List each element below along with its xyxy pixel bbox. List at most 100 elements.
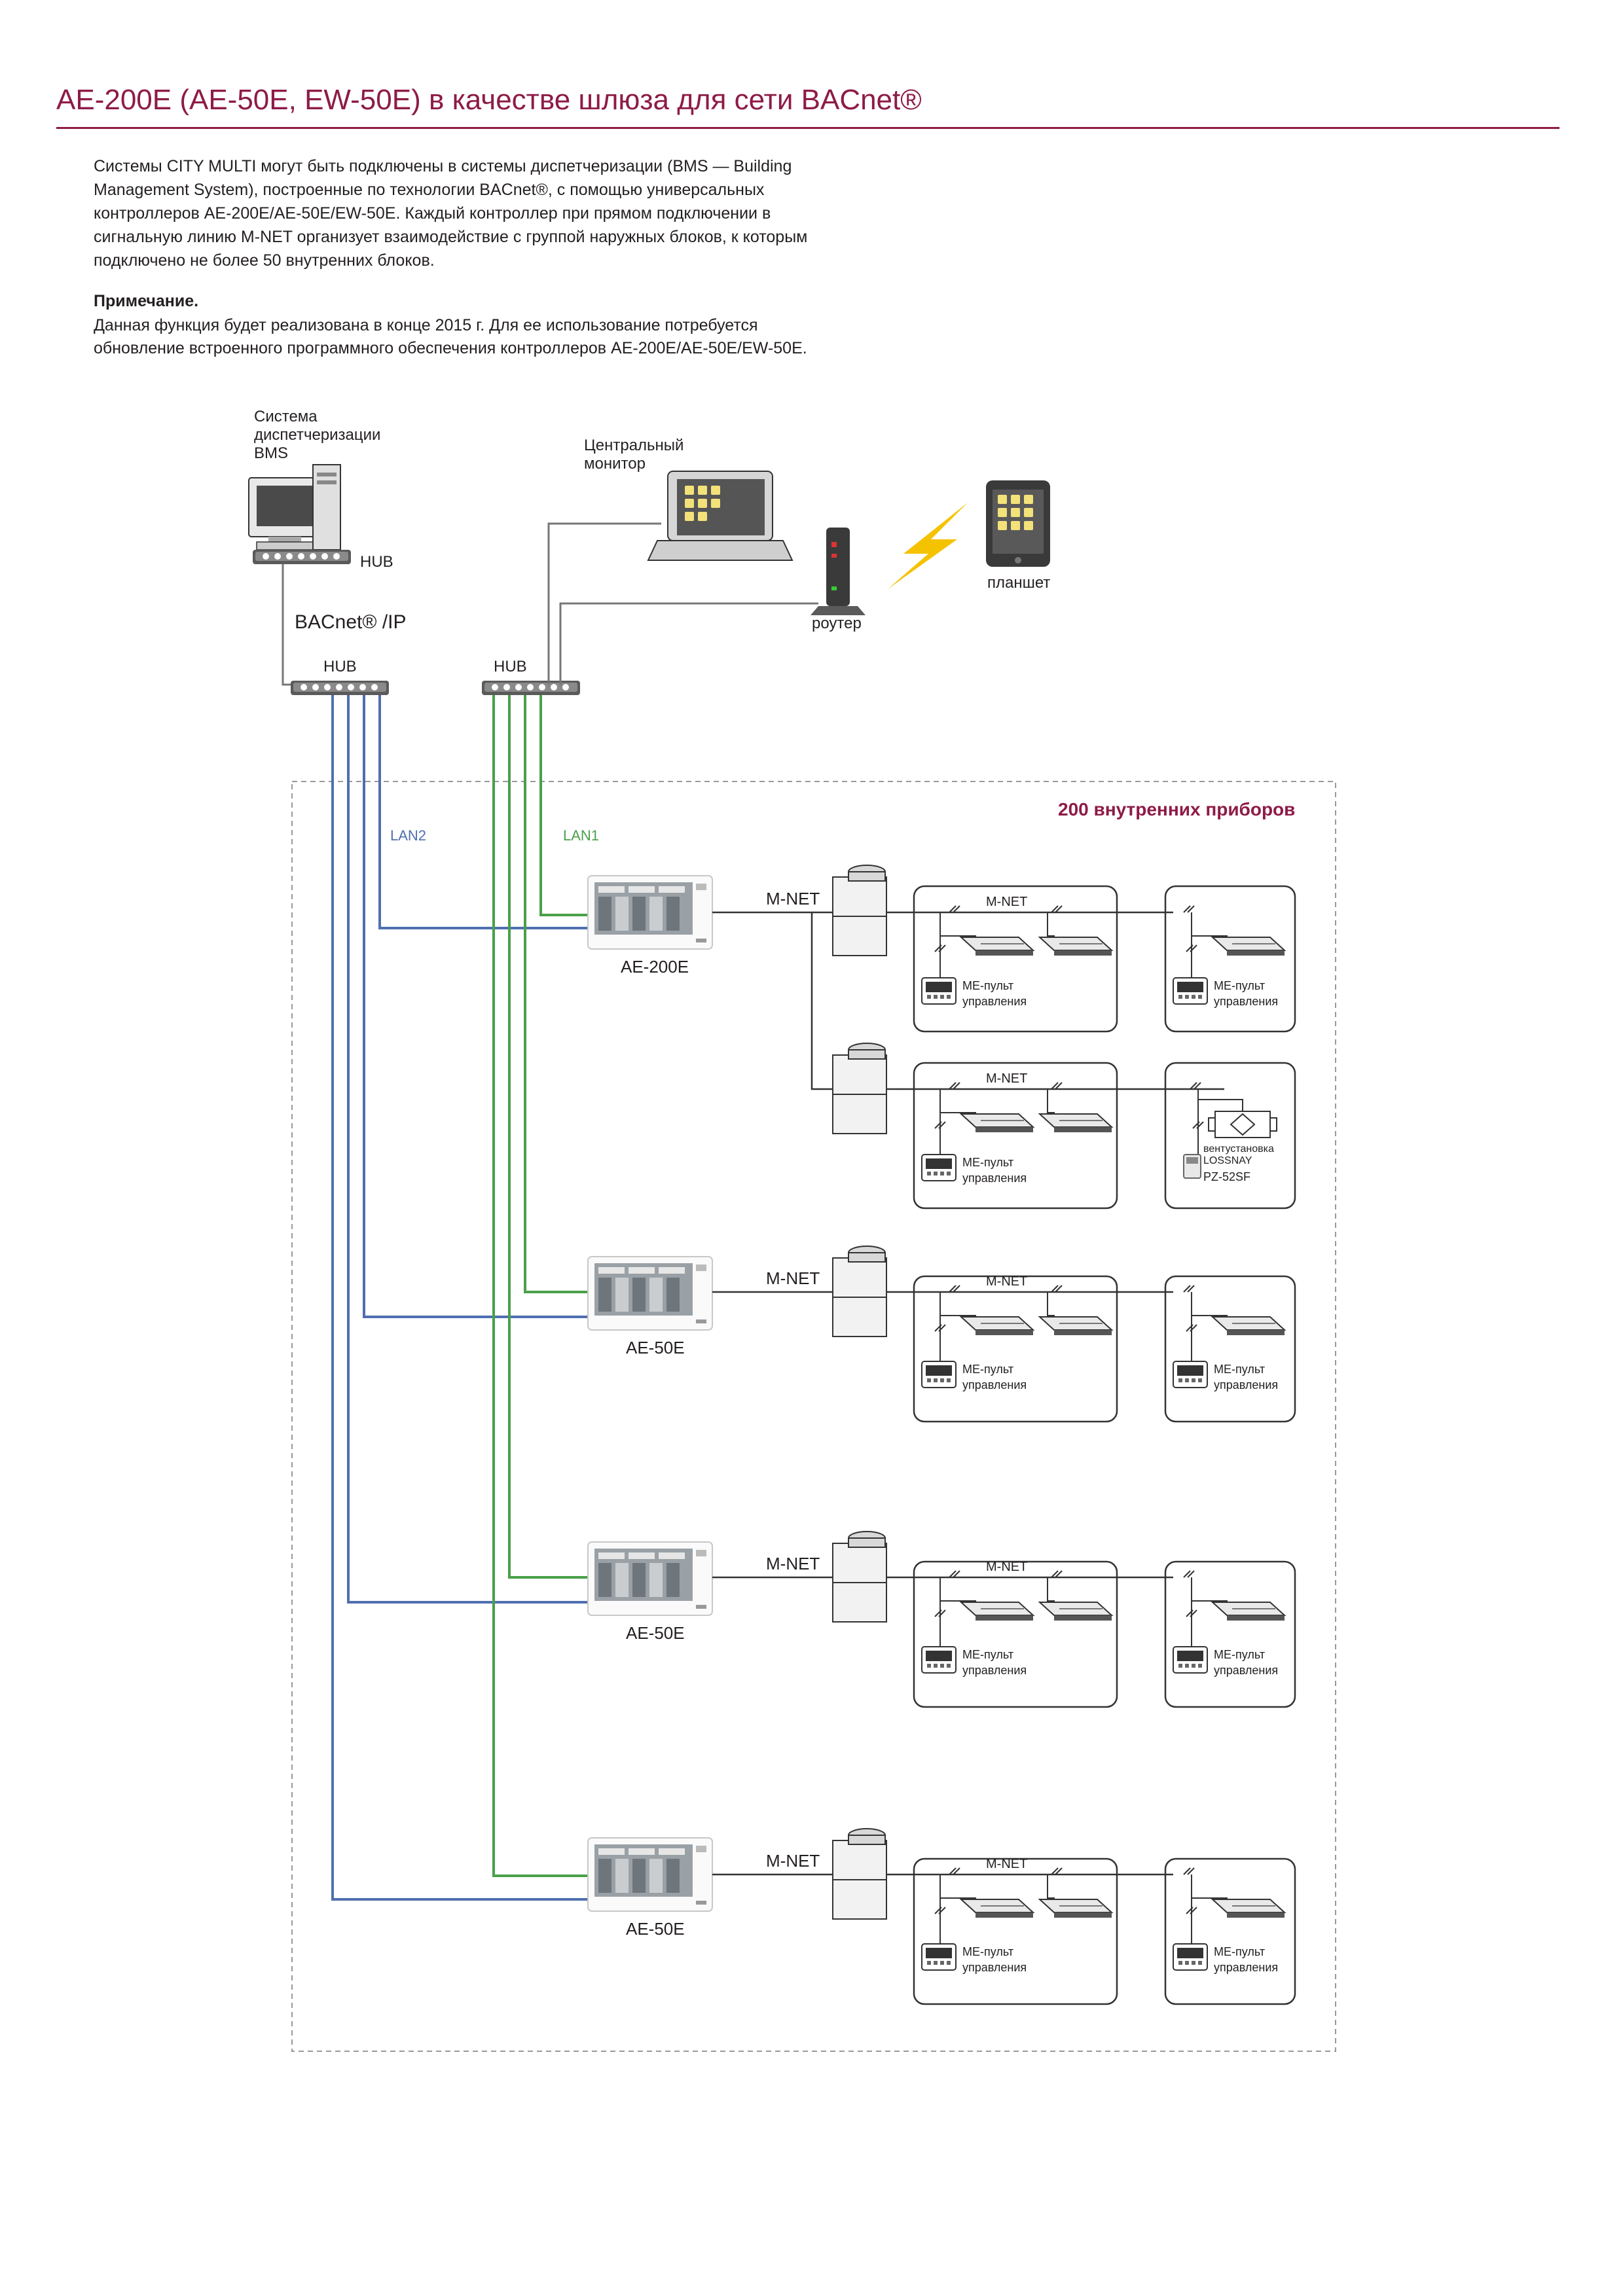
monitor-label-line2: монитор: [584, 455, 646, 473]
remote-label-2: управления: [1214, 1378, 1278, 1391]
laptop-icon: [647, 471, 793, 561]
cassette-unit-icon: [1212, 937, 1285, 956]
lossnay-unit-icon: [1208, 1111, 1277, 1138]
lan2-hub-label: HUB: [323, 658, 357, 675]
cassette-unit-icon: [1212, 1316, 1285, 1336]
cassette-unit-icon: [960, 1113, 1034, 1133]
mnet-label-4: M-NET: [766, 1851, 820, 1871]
indoor-group: МЕ-пульт управления: [1164, 1857, 1296, 2005]
remote-label-2: управления: [962, 1961, 1027, 1974]
cassette-unit-icon: [1039, 1113, 1112, 1133]
lan1-hub-label: HUB: [494, 658, 527, 675]
remote-label-2: управления: [962, 1378, 1027, 1391]
indoor-group: M-NET МЕ-пульт управления: [886, 1062, 1224, 1210]
lan1-label: LAN1: [563, 827, 599, 844]
page-title: AE-200E (AE-50E, EW-50E) в качестве шлюз…: [56, 84, 922, 116]
controller-label-4: AE-50E: [626, 1919, 685, 1939]
bms-label-line1: Система: [254, 408, 318, 425]
remote-label-1: МЕ-пульт: [962, 979, 1013, 992]
title-divider: [56, 127, 1559, 129]
indoor-group: M-NET МЕ-пульт управления: [886, 885, 1173, 1033]
lan2-hub-icon: [291, 681, 389, 695]
remote-controller-icon: [921, 1154, 957, 1181]
cassette-unit-icon: [1039, 1602, 1112, 1621]
bms-computer-icon: [248, 464, 341, 550]
indoor-group: M-NET МЕ-пульт управления: [886, 1274, 1173, 1423]
tablet-label: планшет: [987, 574, 1050, 592]
remote-controller-icon: [921, 1646, 957, 1674]
wireless-lightning-icon: [888, 503, 968, 589]
remote-label-2: управления: [1214, 995, 1278, 1008]
remote-label-2: управления: [1214, 1961, 1278, 1974]
mnet-group-label: M-NET: [986, 1857, 1027, 1871]
remote-label-1: МЕ-пульт: [1214, 1363, 1265, 1376]
area-label: 200 внутренних приборов: [1058, 799, 1295, 819]
indoor-group: МЕ-пульт управления: [1164, 885, 1296, 1033]
outdoor-unit-icon: [832, 865, 887, 956]
cassette-unit-icon: [960, 937, 1034, 956]
hub-monitor-link: [547, 522, 661, 685]
remote-label-1: МЕ-пульт: [962, 1648, 1013, 1661]
indoor-group: МЕ-пульт управления: [1164, 1560, 1296, 1708]
lan1-hub-icon: [482, 681, 580, 695]
controller-ae50e-2-device: [587, 1541, 713, 1616]
tablet-icon: [986, 480, 1050, 567]
mnet-label-1: M-NET: [766, 889, 820, 908]
remote-label-1: МЕ-пульт: [1214, 1945, 1265, 1958]
mnet-group-label: M-NET: [986, 1071, 1027, 1086]
outdoor-unit-icon: [832, 1246, 887, 1337]
indoor-area-frame: [291, 781, 1336, 2052]
bms-label-line3: BMS: [254, 444, 288, 462]
remote-label-2: управления: [1214, 1664, 1278, 1677]
remote-controller-icon: [1173, 1361, 1208, 1388]
controller-label-2: AE-50E: [626, 1338, 685, 1357]
mnet-group-label: M-NET: [986, 1274, 1027, 1289]
cassette-unit-icon: [960, 1316, 1034, 1336]
lossnay-group: вентустановка LOSSNAY PZ-52SF: [1164, 1062, 1296, 1210]
mnet-label-3: M-NET: [766, 1554, 820, 1573]
remote-controller-icon: [921, 1361, 957, 1388]
remote-label-2: управления: [962, 1664, 1027, 1677]
outdoor-unit-icon: [832, 1828, 887, 1920]
remote-label-1: МЕ-пульт: [962, 1363, 1013, 1376]
mnet-group-label: M-NET: [986, 1560, 1027, 1574]
router-label: роутер: [812, 615, 862, 632]
intro-paragraph: Системы CITY MULTI могут быть подключены…: [94, 157, 808, 270]
cassette-unit-icon: [1039, 1316, 1112, 1336]
pz-label: PZ-52SF: [1203, 1170, 1250, 1183]
bms-hub-label: HUB: [360, 553, 393, 571]
cassette-unit-icon: [1039, 1899, 1112, 1918]
outdoor-unit-icon: [832, 1531, 887, 1623]
indoor-group: M-NET МЕ-пульт управления: [886, 1560, 1173, 1708]
lan2-label: LAN2: [390, 827, 426, 844]
remote-controller-icon: [921, 977, 957, 1005]
controller-ae50e-3-device: [587, 1837, 713, 1912]
remote-label-2: управления: [962, 1172, 1027, 1185]
bms-hub-icon: [253, 550, 351, 564]
indoor-group: M-NET МЕ-пульт управления: [886, 1857, 1173, 2005]
cassette-unit-icon: [1212, 1602, 1285, 1621]
remote-controller-icon: [1173, 977, 1208, 1005]
lan2-cabling: [331, 695, 588, 1901]
mnet-links: [712, 911, 833, 1876]
cassette-unit-icon: [1039, 937, 1112, 956]
remote-label-1: МЕ-пульт: [962, 1945, 1013, 1958]
controller-ae200e-device: [587, 875, 713, 950]
monitor-label-line1: Центральный: [584, 437, 684, 454]
remote-label-2: управления: [962, 995, 1027, 1008]
remote-controller-icon: [1173, 1943, 1208, 1971]
lossnay-label-1: вентустановка: [1203, 1143, 1274, 1155]
cassette-unit-icon: [960, 1899, 1034, 1918]
outdoor-unit-icon: [832, 1043, 887, 1134]
controller-label-1: AE-200E: [621, 957, 689, 977]
lossnay-label-2: LOSSNAY: [1203, 1155, 1252, 1166]
bms-label-line2: диспетчеризации: [254, 426, 380, 444]
pz-52sf-remote-icon: [1183, 1154, 1201, 1179]
remote-label-1: МЕ-пульт: [1214, 979, 1265, 992]
router-icon: [811, 528, 866, 615]
cassette-unit-icon: [960, 1602, 1034, 1621]
bms-hub-link: [282, 564, 295, 686]
remote-controller-icon: [921, 1943, 957, 1971]
remote-label-1: МЕ-пульт: [1214, 1648, 1265, 1661]
